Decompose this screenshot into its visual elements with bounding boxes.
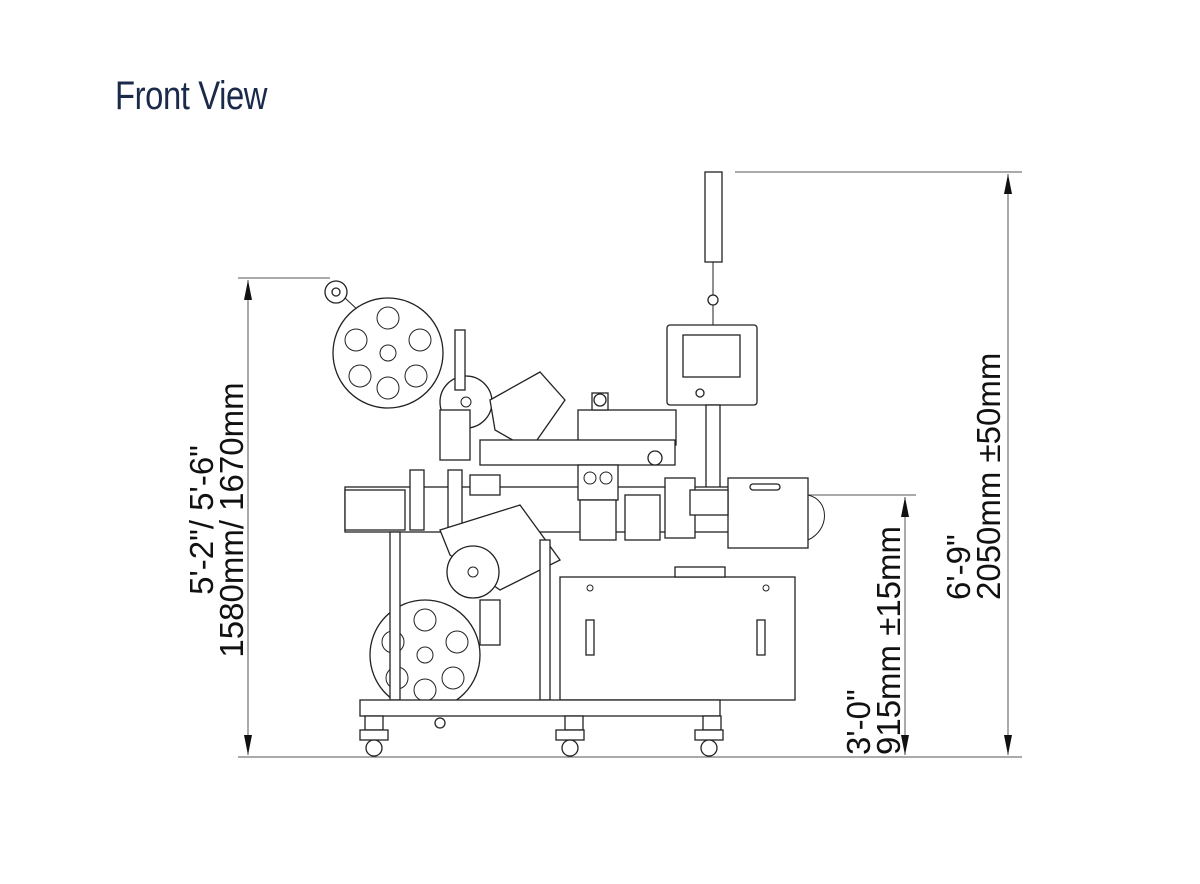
dimension-lines <box>238 171 1022 758</box>
overall-height-metric: 1580mm/ 1670mm <box>213 382 250 657</box>
labeling-machine <box>324 171 825 757</box>
conveyor-height-metric: 915mm ±15mm <box>870 526 907 755</box>
overall-height-imperial: 5'-2"/ 5'-6" <box>183 445 220 595</box>
conveyor-height-imperial: 3'-0" <box>840 689 877 755</box>
tower-height-metric: 2050mm ±50mm <box>970 353 1007 600</box>
tower-height-imperial: 6'-9" <box>940 534 977 600</box>
page-title: Front View <box>115 74 268 118</box>
